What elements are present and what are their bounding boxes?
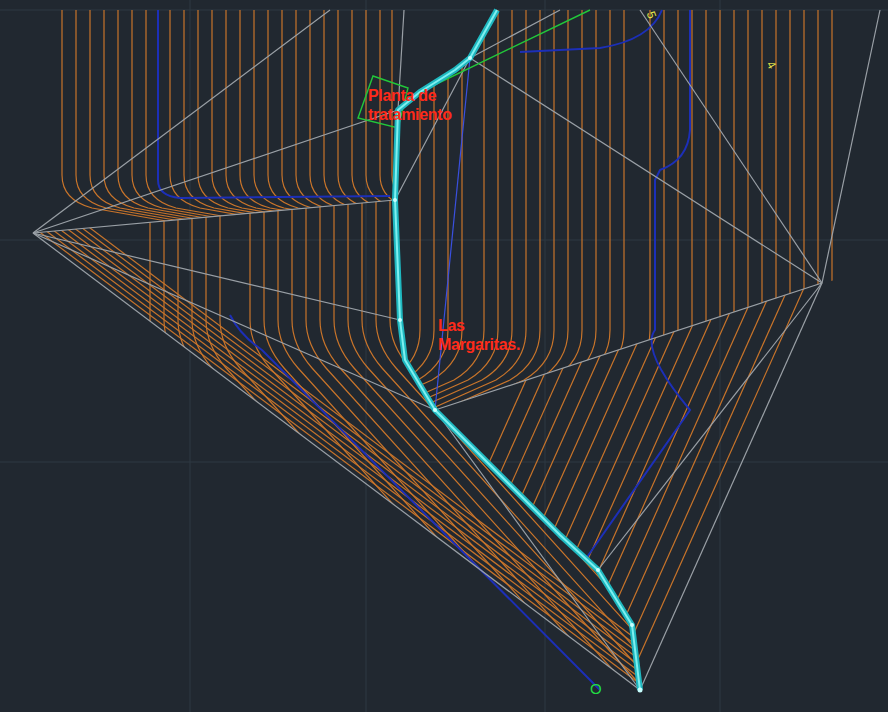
site-label: Las Margaritas. xyxy=(438,316,520,354)
site-label: Planta de tratamiento xyxy=(368,86,452,124)
point-label: O xyxy=(590,680,602,697)
contour-number: 4 xyxy=(764,59,779,72)
